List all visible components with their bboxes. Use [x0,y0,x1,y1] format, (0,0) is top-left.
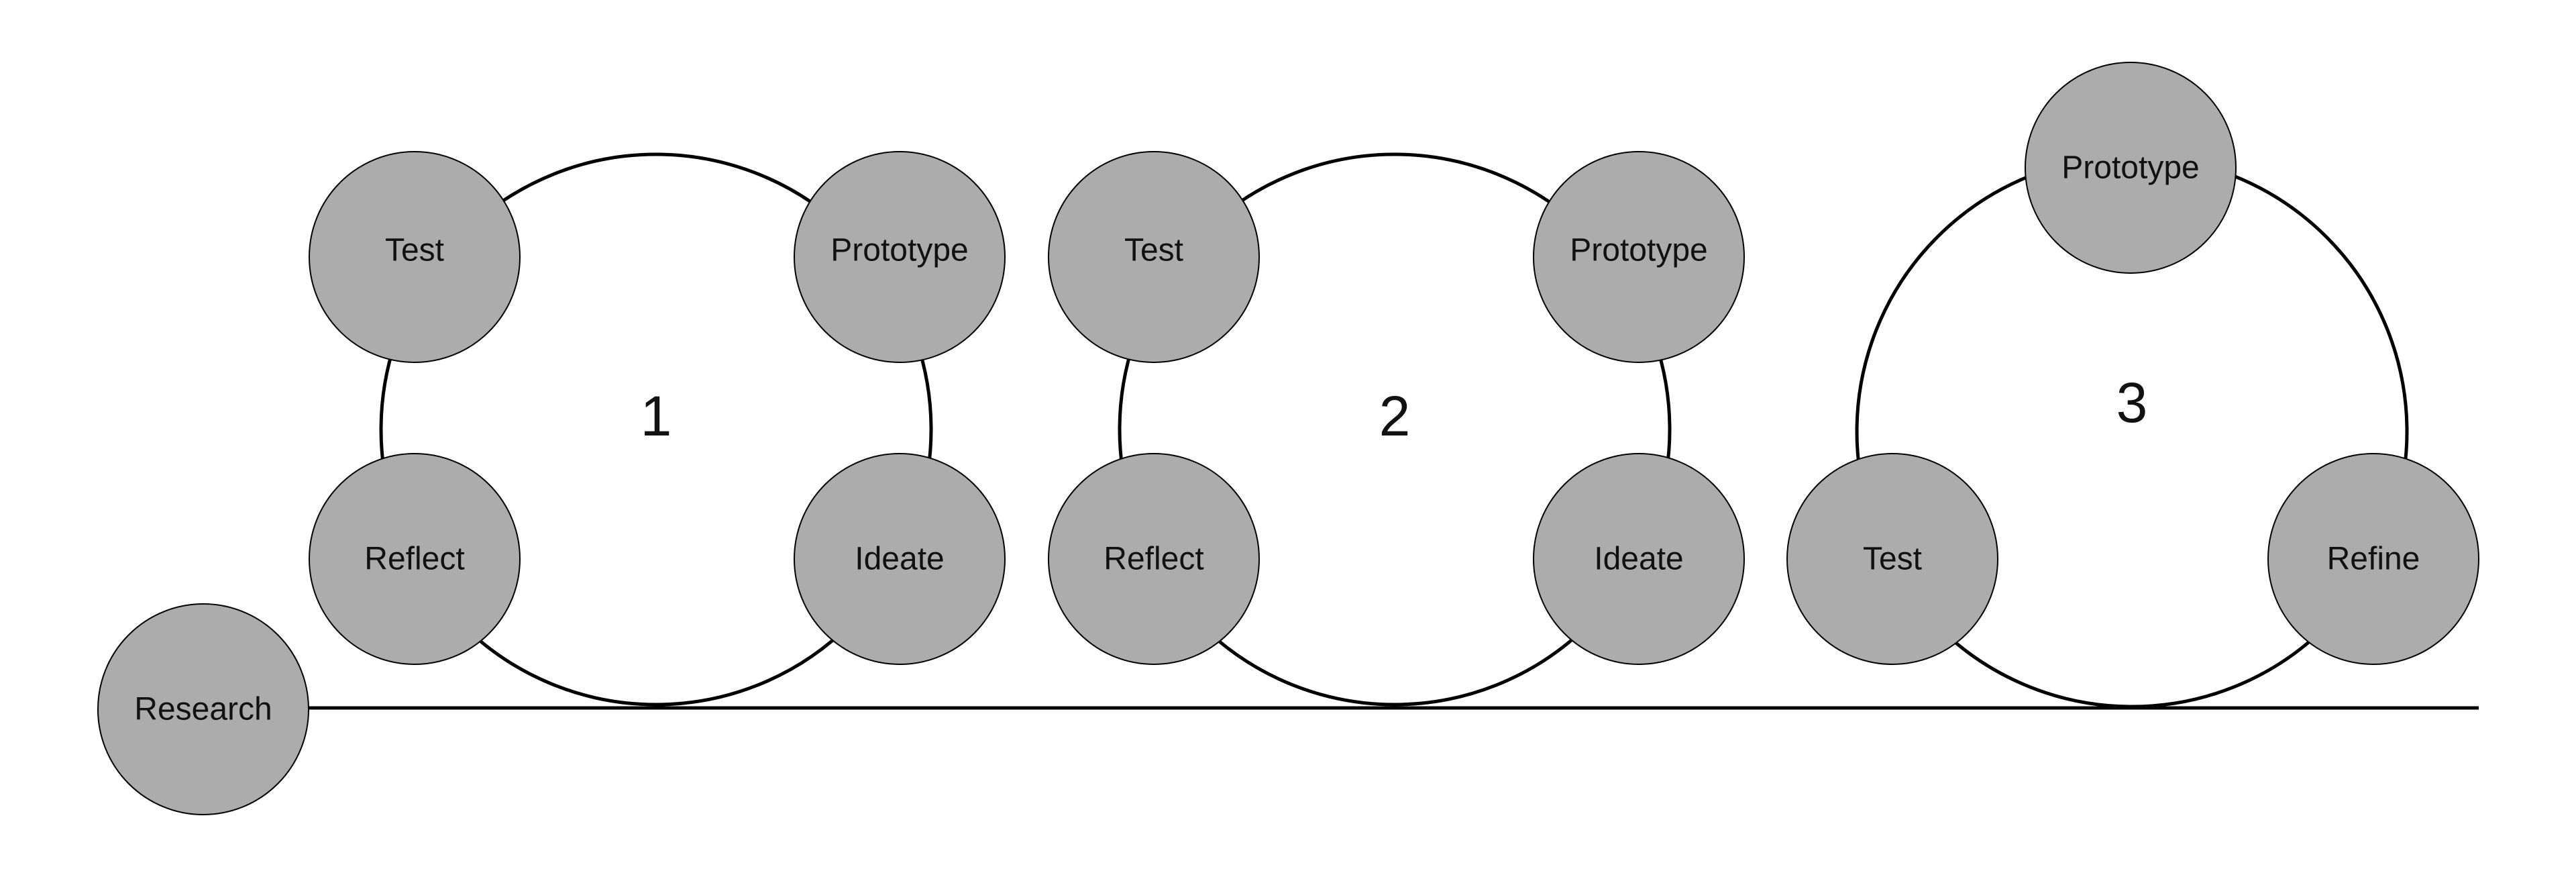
cycle-3-node-prototype: Prototype [2025,62,2237,274]
research-node-label: Research [134,692,272,727]
cycle-1-node-reflect-circle [309,453,521,665]
cycle-3-node-test: Test [1786,453,1998,665]
cycle-2-ring [1118,152,1672,707]
cycle-3-node-refine-circle [2267,453,2479,665]
cycle-2: 2 Test Prototype Reflect Ideate [1048,151,1745,707]
cycle-2-node-ideate-circle [1533,453,1745,665]
cycle-2-node-prototype: Prototype [1533,151,1745,363]
cycle-1-node-prototype-circle [794,151,1006,363]
cycle-3-node-prototype-circle [2025,62,2237,274]
cycle-1-ring [379,152,933,707]
cycle-3-node-prototype-label: Prototype [2061,150,2199,186]
cycle-1-node-ideate-label: Ideate [855,542,944,577]
cycle-3: 3 Prototype Test Refine [1786,62,2479,709]
cycle-3-node-test-label: Test [1863,542,1922,577]
cycle-1-number: 1 [641,384,672,448]
cycle-2-node-test-label: Test [1124,233,1183,268]
research-node-circle [97,603,309,815]
cycle-2-node-test: Test [1048,151,1260,363]
cycle-2-node-prototype-label: Prototype [1570,233,1707,268]
cycle-1-node-prototype: Prototype [794,151,1006,363]
cycle-2-node-reflect-label: Reflect [1104,542,1203,577]
cycle-2-node-ideate: Ideate [1533,453,1745,665]
cycle-3-node-refine: Refine [2267,453,2479,665]
cycle-1-node-ideate-circle [794,453,1006,665]
cycle-1-node-ideate: Ideate [794,453,1006,665]
cycle-1-node-reflect: Reflect [309,453,521,665]
cycle-2-node-reflect: Reflect [1048,453,1260,665]
cycle-2-node-prototype-circle [1533,151,1745,363]
cycle-3-node-refine-label: Refine [2327,542,2420,577]
cycle-1-node-test-label: Test [385,233,444,268]
cycle-2-number: 2 [1379,384,1411,448]
cycle-3-node-test-circle [1786,453,1998,665]
cycle-1-node-test-circle [309,151,521,363]
cycle-1: 1 Test Prototype Reflect Ideate [309,151,1006,707]
cycle-1-node-reflect-label: Reflect [364,542,464,577]
cycle-1-node-test: Test [309,151,521,363]
cycle-1-node-prototype-label: Prototype [830,233,968,268]
research-node: Research [97,603,309,815]
cycle-2-node-reflect-circle [1048,453,1260,665]
cycle-2-node-test-circle [1048,151,1260,363]
cycle-3-number: 3 [2116,371,2148,434]
cycle-2-node-ideate-label: Ideate [1594,542,1683,577]
